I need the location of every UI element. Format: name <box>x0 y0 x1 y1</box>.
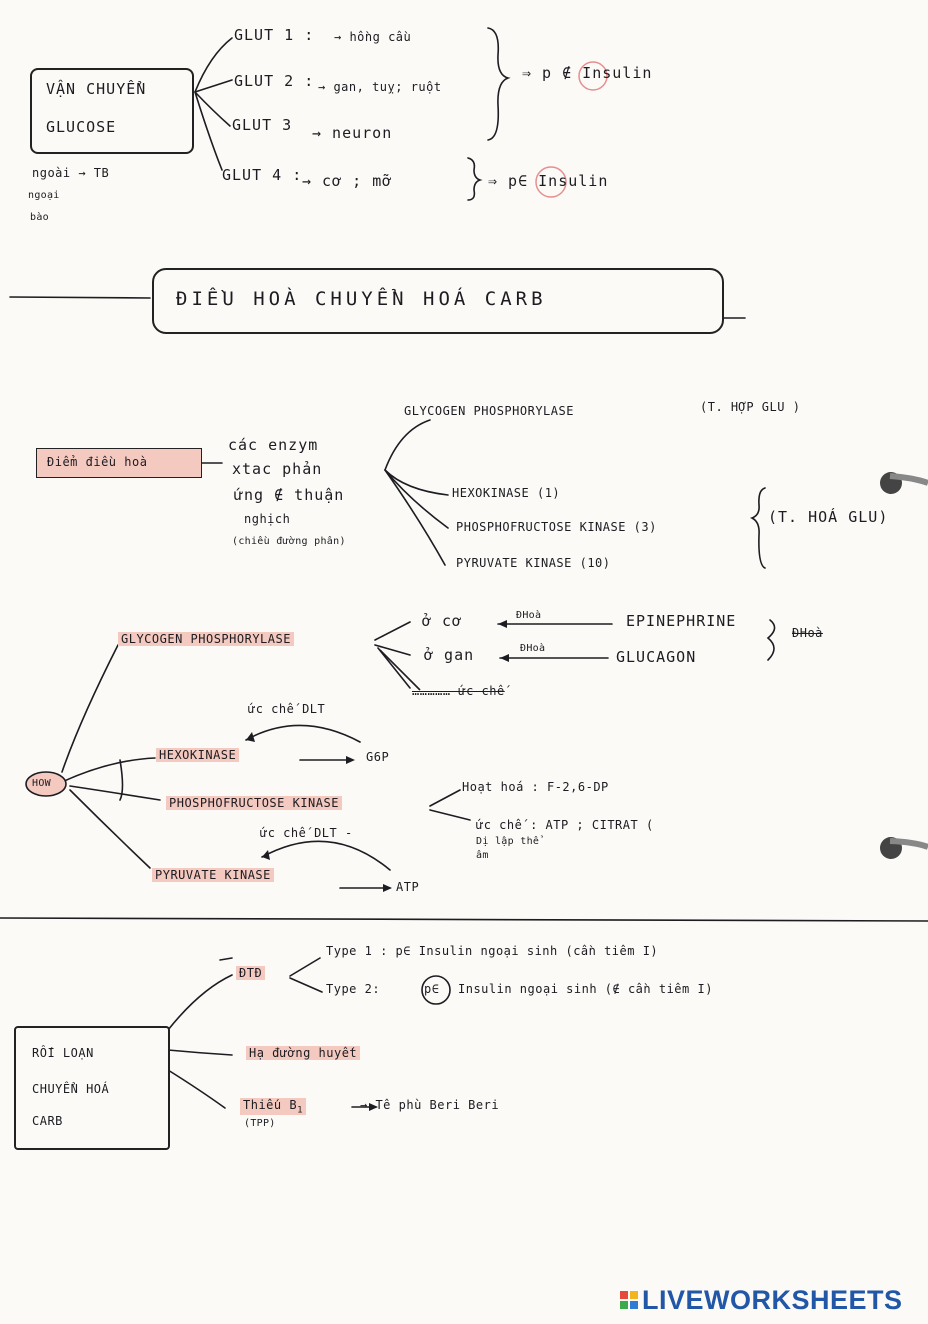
diem-dieu-hoa-label: Điểm điều hoà <box>47 455 148 469</box>
box-roi-loan-line1: RỐI LOẠN <box>32 1046 94 1060</box>
b1-result: → Tê phù Beri Beri <box>360 1098 500 1112</box>
how-label: HOW <box>32 778 51 789</box>
note-ngoai: ngoại <box>28 190 60 201</box>
pfk-inh-note1: Dị lập thể <box>476 836 540 847</box>
liveworksheets-logo[interactable]: LIVEWORKSHEETS <box>620 1284 903 1316</box>
glut2-label: GLUT 2 : <box>234 72 315 90</box>
enzyme-hexokinase: HEXOKINASE (1) <box>452 486 561 500</box>
box-roi-loan: RỐI LOẠN CHUYỂN HOÁ CARB <box>14 1026 170 1150</box>
glut1-target: → hồng cầu <box>334 30 412 44</box>
gp-node: GLYCOGEN PHOSPHORYLASE <box>118 632 294 646</box>
dtd-type2-post: Insulin ngoại sinh (∉ cần tiêm I) <box>458 982 713 996</box>
enzyme-pfk: PHOSPHOFRUCTOSE KINASE (3) <box>456 520 657 534</box>
pfk-inhibitor: ức chế : ATP ; CITRAT ( <box>476 818 654 832</box>
gp-branch2-arrow-label: ĐHoà <box>520 643 546 654</box>
hypoglycemia-node: Hạ đường huyết <box>246 1046 361 1060</box>
gp-branch1-place: ở cơ <box>422 612 463 630</box>
glut3-label: GLUT 3 <box>232 116 293 134</box>
pk-product: ATP <box>396 880 420 894</box>
pk-node: PYRUVATE KINASE <box>152 868 274 882</box>
desc-line-4: nghịch <box>244 512 291 526</box>
dtd-type2-circle: p∈ <box>424 982 440 996</box>
hexo-node: HEXOKINASE <box>156 748 240 762</box>
b1-node: Thiếu B1 <box>240 1098 306 1116</box>
box-roi-loan-line2: CHUYỂN HOÁ <box>32 1082 110 1096</box>
note-bao: bào <box>30 212 49 223</box>
box-line2: GLUCOSE <box>46 118 117 136</box>
desc-line-5: (chiều đường phân) <box>232 536 346 547</box>
enzyme-pyruvate-kinase: PYRUVATE KINASE (10) <box>456 556 611 570</box>
box-van-chuyen-glucose: VẬN CHUYỂN GLUCOSE <box>30 68 194 154</box>
gp-side-note: ĐHoà <box>792 626 823 640</box>
box-line1: VẬN CHUYỂN <box>46 80 147 98</box>
result-insulin-independent: ⇒ p ∉ Insulin <box>522 64 653 82</box>
gp-struck-line: …………… ức chế <box>412 684 505 698</box>
hexo-product: G6P <box>366 750 390 764</box>
gp-branch2-place: ở gan <box>424 646 475 664</box>
pfk-node: PHOSPHOFRUCTOSE KINASE <box>166 796 342 810</box>
title-box: ĐIỀU HOÀ CHUYỂN HOÁ CARB <box>152 268 724 334</box>
desc-line-3: ứng ∉ thuận <box>234 486 345 504</box>
desc-line-1: các enzym <box>228 436 319 454</box>
page-title: ĐIỀU HOÀ CHUYỂN HOÁ CARB <box>176 288 547 310</box>
enzyme-glycogen-phosphorylase: GLYCOGEN PHOSPHORYLASE <box>404 404 574 418</box>
glut4-target: → cơ ; mỡ <box>302 172 393 190</box>
glut1-label: GLUT 1 : <box>234 26 315 44</box>
b1-sub: 1 <box>297 1105 303 1116</box>
gp-branch1-effector: EPINEPHRINE <box>626 612 737 630</box>
logo-text: LIVEWORKSHEETS <box>642 1284 903 1315</box>
note-ngoai-tb: ngoài → TB <box>32 166 110 180</box>
b1-label: Thiếu B <box>243 1098 298 1112</box>
pk-inhib-label: ức chế DLT - <box>260 826 353 840</box>
pfk-activator: Hoạt hoá : F-2,6-DP <box>462 780 609 794</box>
box-roi-loan-line3: CARB <box>32 1114 63 1128</box>
desc-line-2: xtac phản <box>232 460 323 478</box>
dtd-type1: Type 1 : p∈ Insulin ngoại sinh (cần tiêm… <box>326 944 659 958</box>
result-insulin-dependent: ⇒ p∈ Insulin <box>488 172 609 190</box>
dtd-type2-pre: Type 2: <box>326 982 381 996</box>
b1-note: (TPP) <box>244 1118 276 1129</box>
diem-dieu-hoa-box: Điểm điều hoà <box>36 448 202 478</box>
gp-branch2-effector: GLUCAGON <box>616 648 697 666</box>
group-note-t-hoa-glu: (T. HOÁ GLU) <box>768 508 889 526</box>
enzyme-top-note: (T. HỢP GLU ) <box>700 400 801 414</box>
glut3-target: → neuron <box>312 124 393 142</box>
hexo-inhib-label: ức chế DLT <box>248 702 326 716</box>
glut2-target: → gan, tuỵ; ruột <box>318 80 442 94</box>
glut4-label: GLUT 4 : <box>222 166 303 184</box>
pfk-inh-note2: âm <box>476 850 489 861</box>
gp-branch1-arrow-label: ĐHoà <box>516 610 542 621</box>
logo-squares-icon <box>620 1291 638 1309</box>
dtd-node: ĐTĐ <box>236 966 266 980</box>
